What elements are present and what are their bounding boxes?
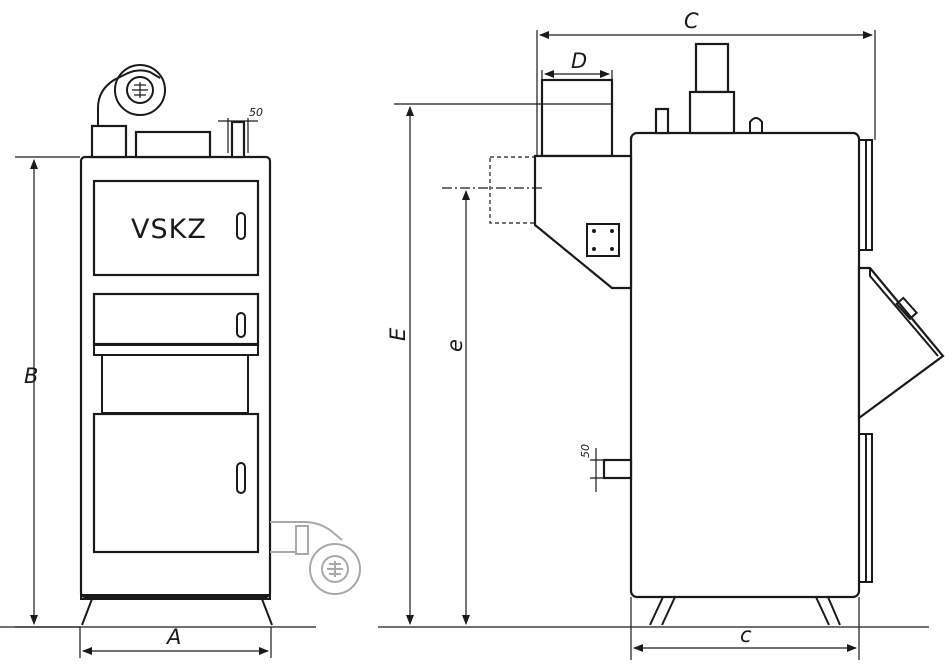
- side-open-door-edge: [869, 268, 939, 357]
- dim-A-extensions: [79, 627, 272, 658]
- dim-C-extensions: [536, 30, 876, 156]
- front-middle-door: [92, 292, 260, 346]
- dim-B-label: B: [24, 364, 38, 388]
- dim-c-extensions: [630, 597, 860, 660]
- side-view: 50 C D E e c: [378, 9, 945, 660]
- flue-outlet: [134, 130, 212, 159]
- side-fan-inlet: [540, 78, 614, 158]
- ghost-flue-outlet: [489, 156, 536, 224]
- side-door-handle: [895, 296, 919, 321]
- side-spacing-label: 50: [579, 444, 592, 458]
- fan-icon: [97, 64, 166, 126]
- side-boiler-body: [629, 131, 861, 599]
- top-door-handle: [236, 212, 246, 240]
- front-legs: [81, 598, 273, 626]
- top-vent-right: [749, 117, 763, 133]
- brand-label: VSKZ: [131, 214, 207, 245]
- front-base: [80, 594, 271, 600]
- chimney-lower: [688, 90, 736, 135]
- top-pipe-dimension: [218, 118, 258, 153]
- side-junction-box: [586, 223, 620, 257]
- dim-E-label: E: [386, 327, 410, 341]
- bottom-door-handle: [236, 462, 246, 494]
- upper-flange: [859, 139, 873, 251]
- dim-B-extensions: [15, 156, 80, 628]
- fan-housing: [90, 124, 128, 159]
- front-view: VSKZ 50: [0, 64, 361, 658]
- top-pipe: [230, 120, 246, 159]
- top-vent-left: [654, 107, 670, 135]
- dim-C-label: C: [684, 9, 699, 33]
- chimney-upper: [694, 42, 730, 94]
- dim-c-label: c: [740, 623, 752, 647]
- junction-box-screws: [592, 229, 614, 251]
- side-pipe-dimension: [590, 448, 604, 492]
- side-open-door: [857, 266, 945, 421]
- side-fan-housing: [533, 154, 633, 290]
- front-bottom-door: [92, 412, 260, 554]
- front-top-door: [92, 179, 260, 277]
- dim-D-label: D: [571, 49, 587, 73]
- top-spacing-label: 50: [249, 106, 263, 119]
- dim-A-label: A: [165, 625, 181, 649]
- dim-D-extensions: [541, 70, 613, 80]
- ghost-fan-icon: [270, 521, 361, 595]
- dim-e-label: e: [443, 339, 467, 352]
- side-pipe: [602, 458, 633, 480]
- side-legs: [649, 596, 841, 626]
- lower-flange: [859, 433, 873, 583]
- middle-door-handle: [236, 312, 246, 338]
